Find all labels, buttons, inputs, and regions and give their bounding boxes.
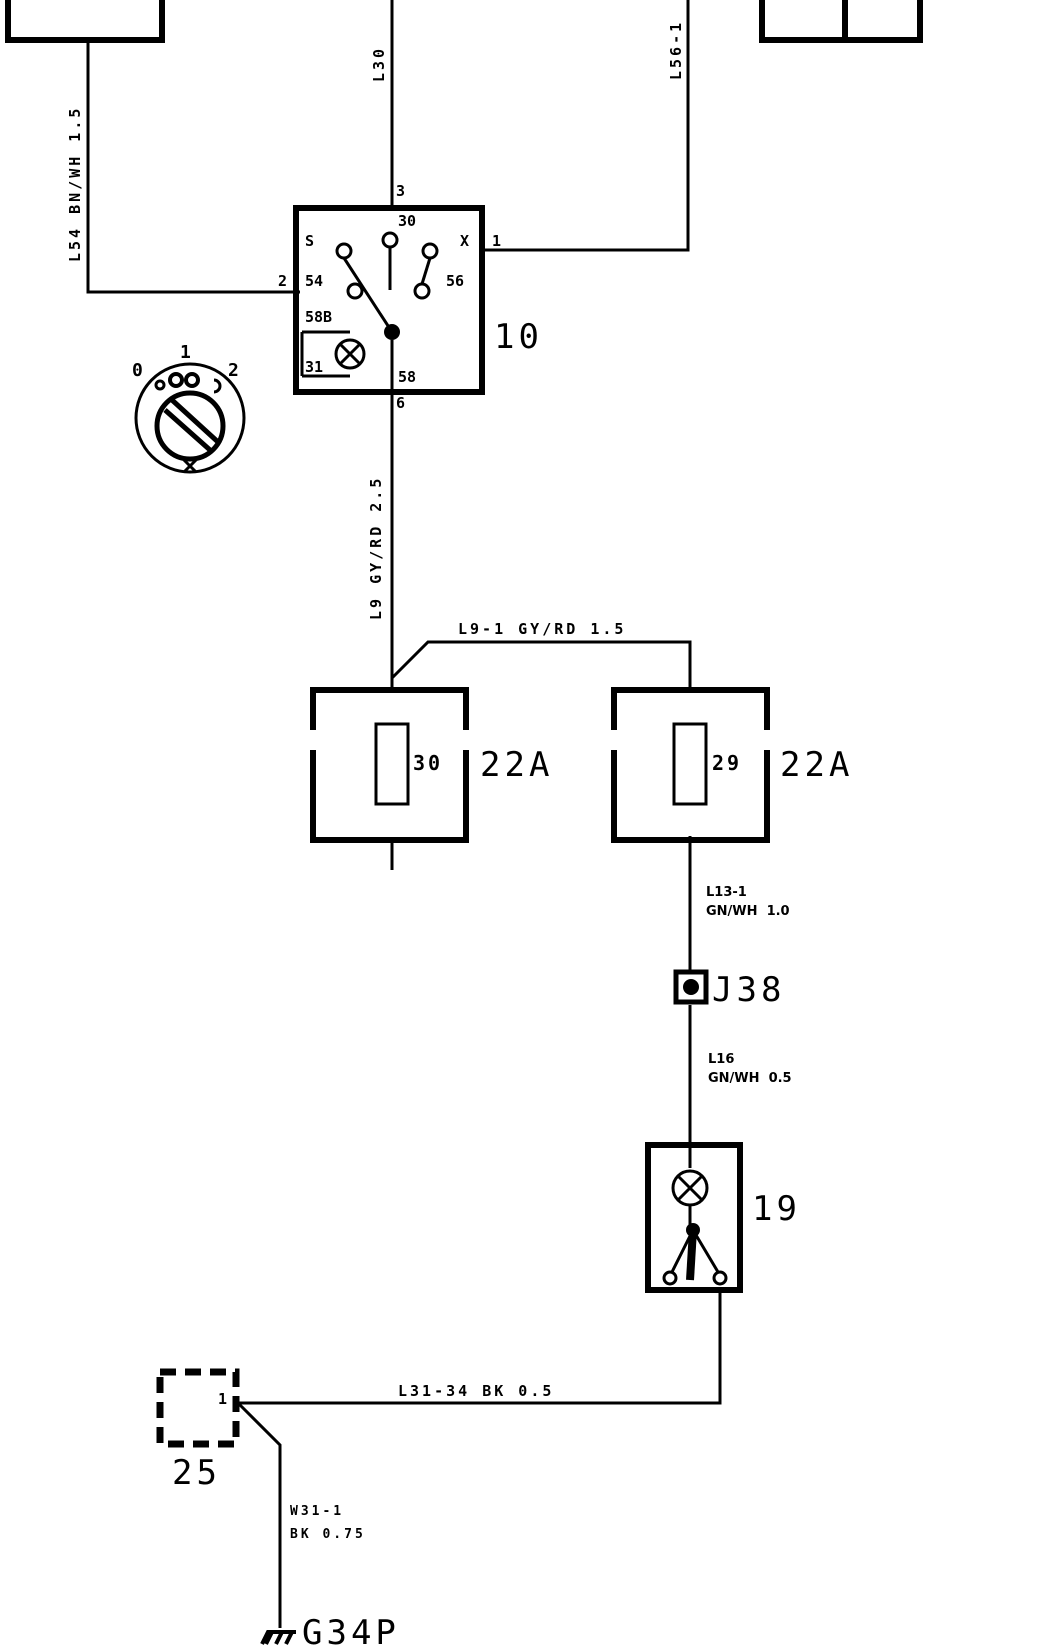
top-right-component bbox=[759, 0, 923, 43]
connector-25-label: 25 bbox=[172, 1453, 221, 1493]
label-wire-l54: L54 BN/WH 1.5 bbox=[66, 106, 84, 262]
switch-pivot bbox=[384, 324, 400, 340]
junction-j38: J38 bbox=[673, 969, 785, 1010]
wire-l9-1 bbox=[390, 640, 692, 690]
terminal-58b: 58B bbox=[305, 308, 332, 326]
terminal-54: 54 bbox=[305, 272, 323, 290]
key-switch-symbol: 0 1 2 bbox=[132, 342, 246, 474]
label-wire-l16-id: L16 bbox=[708, 1052, 734, 1067]
wire-l56-1 bbox=[480, 0, 690, 252]
component-19: 19 bbox=[645, 1142, 801, 1293]
fuse-29: 29 22A bbox=[611, 687, 853, 843]
contact-30 bbox=[381, 231, 399, 249]
terminal-s: S bbox=[305, 232, 314, 250]
terminal-31: 31 bbox=[305, 358, 323, 376]
label-wire-w31-1-id: W31-1 bbox=[290, 1504, 344, 1519]
ground-g34p-label: G34P bbox=[302, 1613, 400, 1648]
light-switch-10: 3 2 1 6 30 S X 54 56 58B 31 58 10 bbox=[278, 182, 543, 412]
label-wire-l31-34: L31-34 BK 0.5 bbox=[398, 1382, 554, 1400]
contact-s bbox=[335, 242, 353, 260]
key-position-2: 2 bbox=[228, 360, 239, 381]
top-left-component bbox=[5, 0, 165, 43]
fuse-30: 30 22A bbox=[310, 687, 553, 843]
junction-j38-label: J38 bbox=[712, 970, 785, 1010]
wire-l54 bbox=[86, 40, 300, 294]
label-wire-l56-1: L56-1 bbox=[667, 20, 685, 80]
switch-pin-6: 6 bbox=[396, 394, 405, 412]
wire-l31-34 bbox=[238, 1290, 722, 1405]
contact-54 bbox=[346, 282, 364, 300]
ground-g34p: G34P bbox=[260, 1613, 400, 1648]
switch-pin-1: 1 bbox=[492, 232, 501, 250]
terminal-30: 30 bbox=[398, 212, 416, 230]
label-wire-l13-1-spec: GN/WH 1.0 bbox=[706, 904, 790, 919]
label-wire-w31-1-spec: BK 0.75 bbox=[290, 1527, 366, 1542]
component-19-label: 19 bbox=[752, 1189, 801, 1229]
fuse-30-rating: 22A bbox=[480, 745, 553, 785]
switch-id: 10 bbox=[494, 317, 543, 357]
label-wire-l16-spec: GN/WH 0.5 bbox=[708, 1071, 792, 1086]
terminal-56: 56 bbox=[446, 272, 464, 290]
label-wire-l30: L30 bbox=[370, 46, 388, 82]
switch-pin-2: 2 bbox=[278, 272, 287, 290]
connector-25: 1 25 bbox=[156, 1368, 240, 1493]
label-wire-l13-1-id: L13-1 bbox=[706, 885, 747, 900]
fuse-29-rating: 22A bbox=[780, 745, 853, 785]
fuse-29-number: 29 bbox=[712, 751, 742, 775]
contact-x bbox=[421, 242, 439, 260]
terminal-x: X bbox=[460, 232, 469, 250]
label-wire-l9: L9 GY/RD 2.5 bbox=[367, 476, 385, 620]
switch-pin-3: 3 bbox=[396, 182, 405, 200]
terminal-58: 58 bbox=[398, 368, 416, 386]
contact-56 bbox=[413, 282, 431, 300]
key-position-1: 1 bbox=[180, 342, 191, 363]
key-position-0: 0 bbox=[132, 360, 143, 381]
connector-25-pin: 1 bbox=[218, 1390, 227, 1408]
fuse-30-number: 30 bbox=[413, 751, 443, 775]
label-wire-l9-1: L9-1 GY/RD 1.5 bbox=[458, 620, 626, 638]
wire-w31-1 bbox=[236, 1401, 282, 1628]
